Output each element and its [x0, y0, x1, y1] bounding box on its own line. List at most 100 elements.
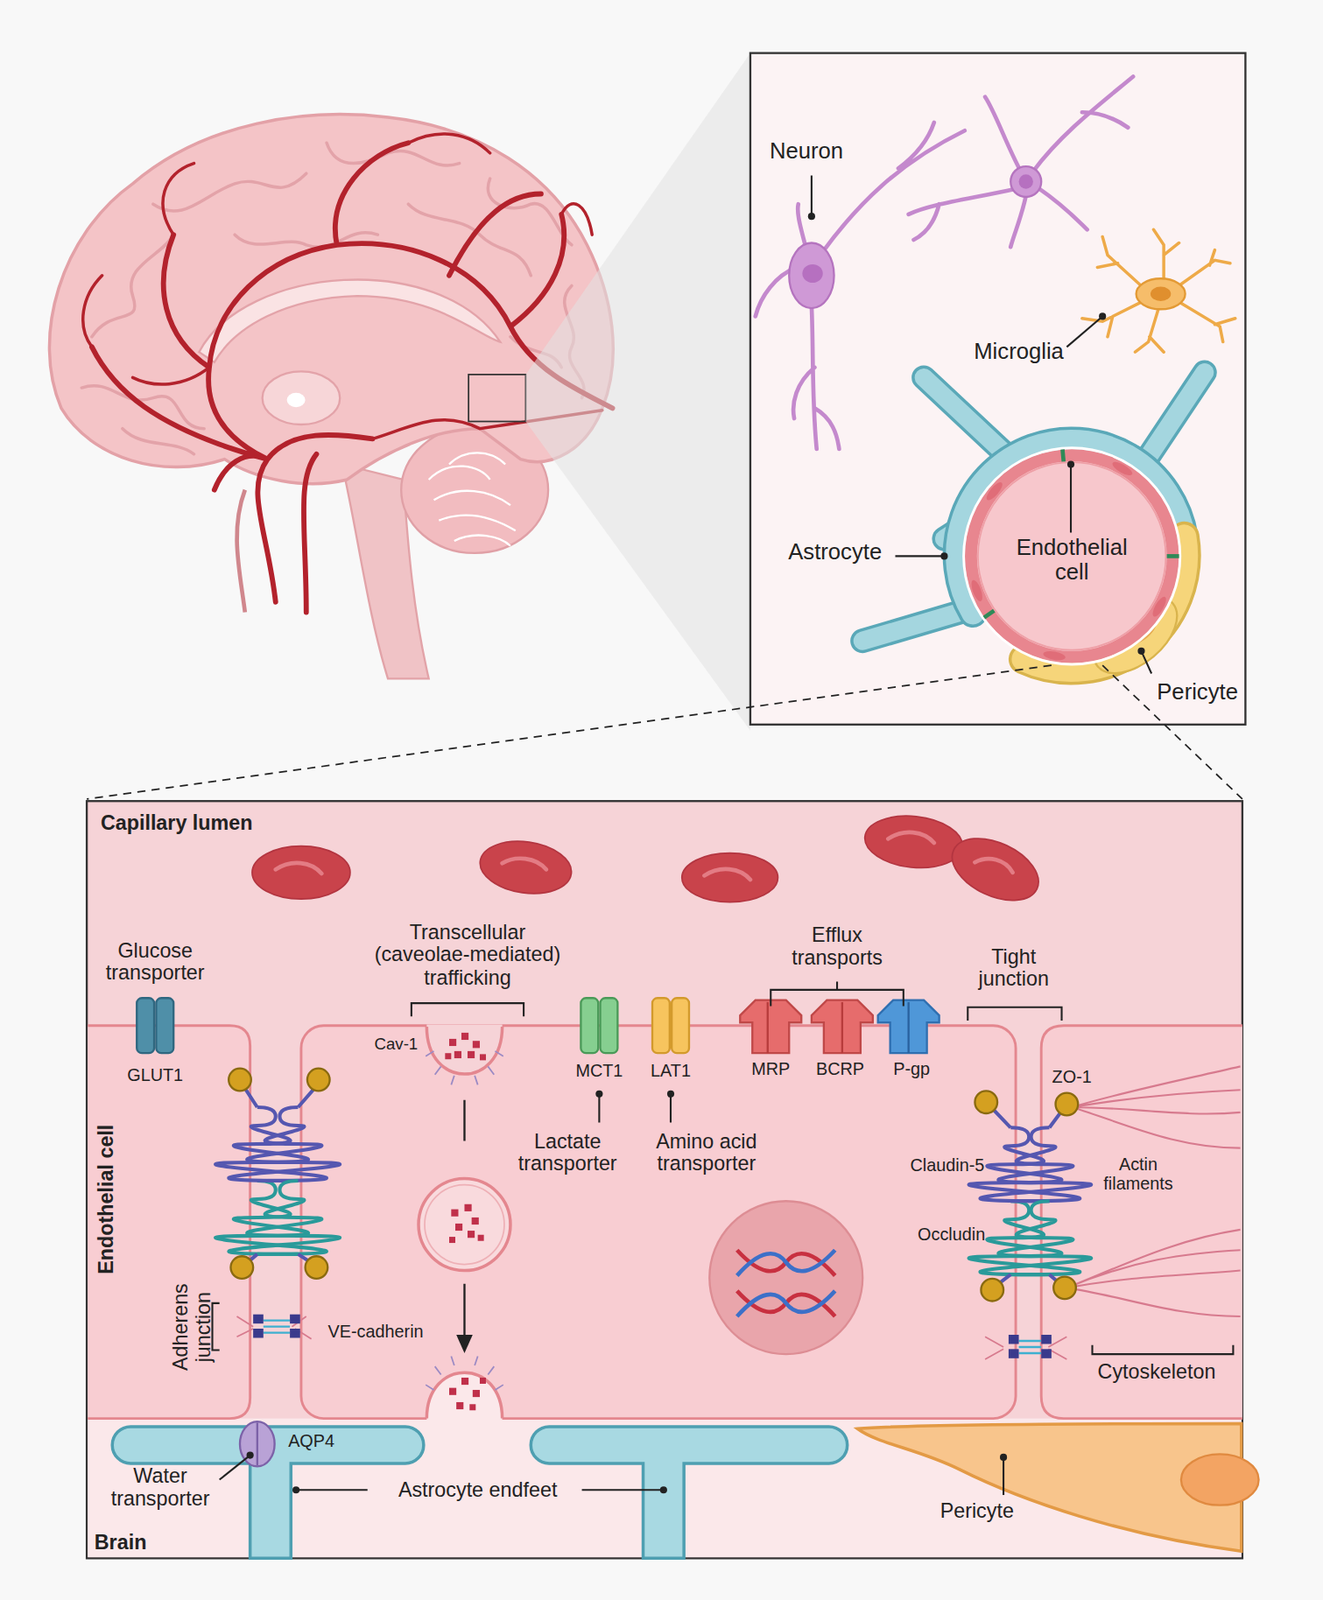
bbb-panel	[942, 826, 1049, 914]
bbb-panel	[305, 1256, 329, 1280]
bbb-panel	[228, 1069, 252, 1092]
part-label: VE-cadherin	[319, 1323, 432, 1343]
inset-panel	[788, 242, 834, 309]
bbb-panel	[467, 1051, 475, 1059]
inset-leaders	[808, 212, 816, 220]
bbb-panel	[301, 1026, 1016, 1420]
bbb-panel	[476, 836, 575, 900]
leader-dots	[246, 1451, 254, 1459]
part-label: Brain	[79, 1531, 162, 1555]
bbb-panel	[426, 1372, 502, 1419]
bbb-panel	[478, 1235, 485, 1242]
inset-panel	[1082, 229, 1236, 352]
bbb-panel	[450, 1210, 458, 1218]
bbb-panel	[980, 1279, 1004, 1302]
vessel-circle: Endothelial cell	[959, 443, 1184, 669]
bbb-panel	[907, 1002, 909, 1054]
bbb-panel	[449, 1378, 486, 1411]
part-label: Lactate transporter	[506, 1130, 629, 1176]
inset-leaders	[1137, 647, 1145, 655]
vessel-part	[984, 479, 1006, 503]
part-label: Microglia	[947, 339, 1091, 366]
vessel-part	[971, 455, 1174, 658]
bbb-panel	[215, 1083, 1091, 1288]
bbb-panel	[1055, 1093, 1079, 1117]
inset-leaders	[940, 552, 948, 560]
part-label: Astrocyte endfeet	[380, 1478, 576, 1502]
bbb-panel	[289, 1315, 301, 1324]
bbb-panel	[252, 811, 1049, 914]
bbb-panel	[472, 1041, 480, 1049]
brain-illustration	[262, 371, 341, 425]
bbb-panel	[464, 1204, 472, 1212]
bbb-panel	[449, 1237, 456, 1244]
zoom-dashes	[86, 665, 1243, 800]
part-label: Capillary lumen	[74, 811, 279, 835]
part-label: Adherens junction	[168, 1270, 215, 1383]
bbb-panel	[241, 1083, 318, 1268]
part-label: Transcellular (caveolae-mediated) traffi…	[362, 921, 572, 990]
part-label: LAT1	[634, 1062, 707, 1082]
bbb-panel	[155, 998, 174, 1054]
bbb-panel	[263, 1321, 1042, 1354]
bbb-panel	[307, 1069, 331, 1092]
bbb-panel	[739, 1000, 939, 1055]
bbb-panel	[1041, 1026, 1243, 1420]
bbb-panel	[600, 998, 619, 1054]
brain-illustration	[81, 142, 585, 455]
part-label: Tight junction	[957, 945, 1070, 992]
bbb-panel	[1066, 1230, 1240, 1317]
leader-dots	[999, 1454, 1007, 1462]
leader-lines	[411, 1003, 524, 1017]
bbb-panel	[1066, 1066, 1240, 1317]
bbb-panel	[444, 1033, 486, 1061]
leader-lines	[1002, 1457, 1005, 1496]
bbb-panel	[275, 832, 1014, 880]
bbb-panel	[709, 1201, 863, 1355]
leader-dots	[595, 1090, 603, 1098]
inset-panel	[1082, 229, 1236, 352]
part-label: Cav-1	[365, 1034, 427, 1054]
bbb-panel	[471, 1217, 479, 1225]
part-label: Occludin	[905, 1224, 998, 1245]
part-label: BCRP	[804, 1059, 877, 1079]
brain-illustration	[287, 393, 306, 408]
brain-illustration	[49, 114, 613, 485]
bbb-panel	[418, 1179, 511, 1272]
leader-dots	[292, 1486, 300, 1494]
inset-panel	[1010, 166, 1042, 198]
bbb-panel	[454, 1051, 462, 1059]
zoom-wedge	[525, 53, 750, 732]
inset-leaders	[1098, 312, 1106, 320]
inset-panel	[1136, 278, 1186, 310]
bbb-panel	[86, 801, 1259, 1559]
bbb-panel	[739, 1000, 802, 1055]
bbb-panel	[463, 1100, 465, 1346]
part-label: Pericyte	[925, 1499, 1028, 1523]
bbb-panel	[479, 1054, 486, 1061]
brain-illustration	[468, 374, 526, 423]
vessel-part	[964, 448, 1181, 665]
bbb-panel	[1041, 1349, 1052, 1359]
part-label: MRP	[739, 1059, 802, 1079]
bbb-panel	[228, 1181, 340, 1255]
bbb-panel	[252, 846, 351, 901]
bbb-panel	[767, 1002, 769, 1054]
vessel-part	[978, 462, 1167, 651]
inset-leaders	[811, 175, 1152, 675]
bbb-panel	[449, 1204, 485, 1244]
leader-dots	[667, 1090, 675, 1098]
bbb-panel	[652, 998, 670, 1054]
part-label: Actin filaments	[1087, 1155, 1190, 1195]
brain-illustration	[83, 133, 603, 439]
bbb-panel	[974, 1090, 998, 1114]
bbb-panel	[426, 1373, 502, 1422]
zoom-dashes	[86, 665, 1243, 800]
bbb-panel	[479, 1378, 486, 1385]
inset-panel	[1019, 174, 1034, 189]
bbb-panel	[580, 998, 599, 1054]
vessel-part	[1060, 449, 1066, 462]
part-label: MCT1	[563, 1062, 636, 1082]
bbb-panel	[425, 1051, 504, 1085]
